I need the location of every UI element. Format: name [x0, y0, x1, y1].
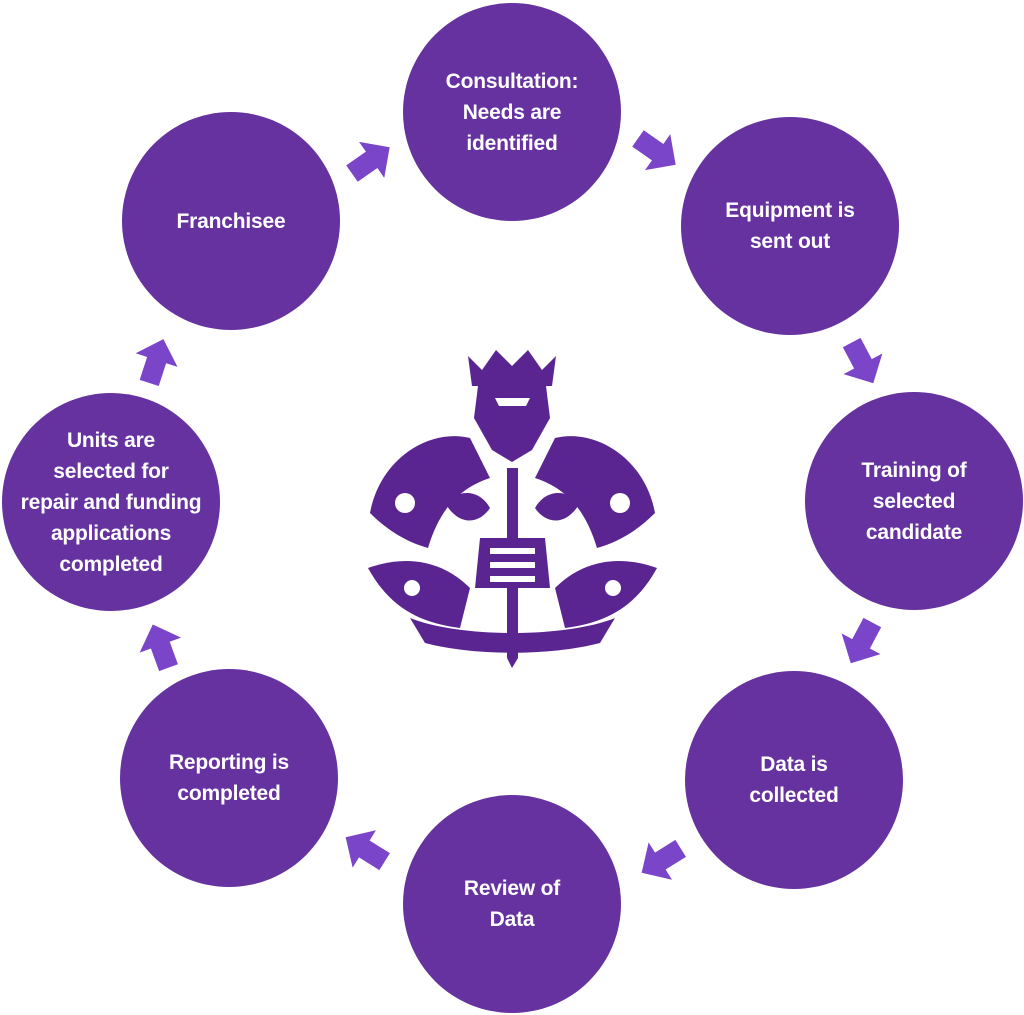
arrow-left-icon: [629, 829, 693, 892]
arrow-down-icon: [831, 612, 892, 674]
step-equipment: Equipment is sent out: [681, 117, 899, 335]
step-label: Review of Data: [463, 877, 561, 931]
step-label: Units are selected for repair and fundin…: [20, 428, 202, 576]
step-franchisee: Franchisee: [122, 112, 340, 330]
step-label: Training of selected candidate: [861, 458, 967, 544]
step-label: Franchisee: [176, 209, 286, 233]
step-label: Consultation: Needs are identified: [445, 69, 579, 155]
arrow-right-icon: [625, 120, 689, 183]
arrow-up-icon: [128, 332, 185, 390]
step-label: Data is collected: [749, 753, 839, 807]
arrow-up-icon: [132, 616, 190, 676]
arrow-right-icon: [339, 129, 403, 192]
step-review: Review of Data: [403, 795, 621, 1013]
knight-emblem-icon: [368, 350, 657, 668]
step-units-selected: Units are selected for repair and fundin…: [2, 393, 220, 611]
step-label: Equipment is sent out: [725, 199, 855, 253]
step-consultation: Consultation: Needs are identified: [403, 3, 621, 221]
step-reporting: Reporting is completed: [120, 669, 338, 887]
arrow-down-icon: [832, 332, 893, 394]
arrow-left-icon: [333, 818, 397, 881]
step-label: Reporting is completed: [168, 751, 290, 805]
step-data-collected: Data is collected: [685, 671, 903, 889]
step-training: Training of selected candidate: [805, 392, 1023, 610]
